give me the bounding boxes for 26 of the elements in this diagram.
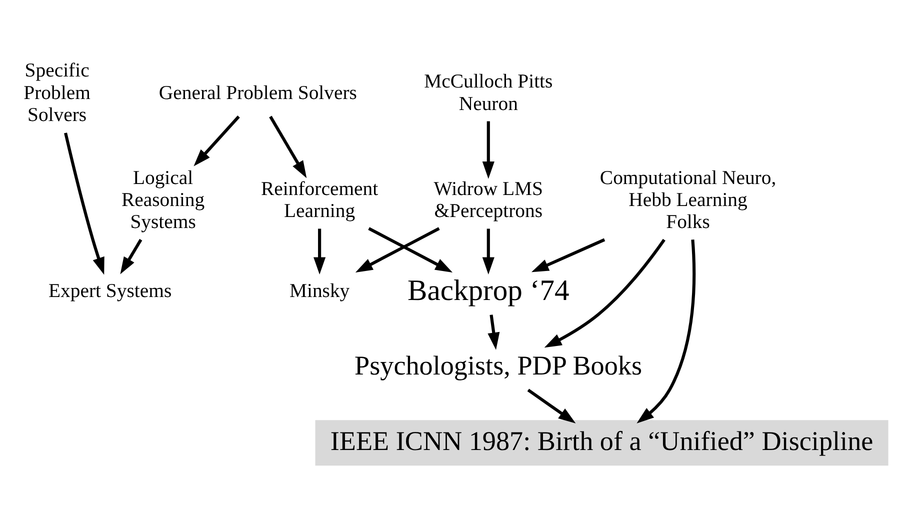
node-text: Logical Reasoning Systems bbox=[121, 166, 205, 233]
node-text: McCulloch Pitts Neuron bbox=[424, 70, 553, 114]
node-box: IEEE ICNN 1987: Birth of a “Unified” Discipline bbox=[315, 420, 888, 466]
arrow bbox=[531, 238, 606, 272]
node-text: Expert Systems bbox=[48, 280, 172, 302]
arrow bbox=[544, 238, 666, 348]
node-text: Computational Neuro, Hebb Learning Folks bbox=[600, 166, 776, 233]
arrow bbox=[314, 228, 326, 274]
arrow bbox=[482, 228, 494, 274]
node-text: Widrow LMS &Perceptrons bbox=[434, 177, 544, 222]
arrow bbox=[64, 132, 104, 274]
node-text: Specific Problem Solvers bbox=[24, 59, 90, 126]
node-text: Backprop ‘74 bbox=[408, 274, 570, 307]
arrow bbox=[269, 115, 307, 178]
node-text: Psychologists, PDP Books bbox=[354, 350, 642, 380]
arrow bbox=[120, 238, 142, 274]
node-text: Reinforcement Learning bbox=[261, 177, 378, 222]
arrow bbox=[488, 314, 500, 350]
arrow bbox=[527, 388, 576, 423]
node-text: General Problem Solvers bbox=[158, 81, 357, 104]
arrow bbox=[194, 115, 240, 166]
arrow bbox=[482, 120, 494, 178]
arrow bbox=[636, 239, 696, 423]
arrow bbox=[355, 226, 440, 272]
node-text: Minsky bbox=[289, 280, 350, 302]
arrow bbox=[368, 226, 453, 272]
